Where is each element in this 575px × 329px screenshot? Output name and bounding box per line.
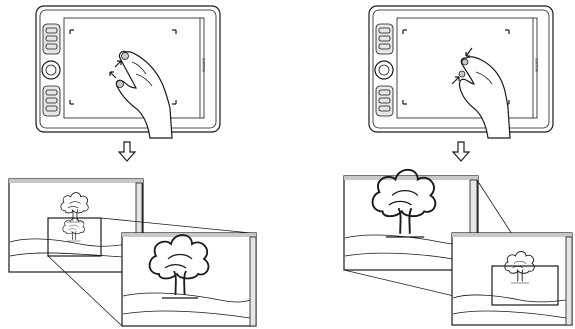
zoomed-window-left [121, 232, 257, 327]
down-arrow-left [117, 141, 137, 162]
overview-window-right [451, 232, 573, 326]
down-arrow-right [451, 141, 471, 162]
tablet-brand-label: wacom [201, 58, 206, 72]
hand-pinch-right [451, 47, 511, 139]
tablet-brand-label: wacom [534, 58, 539, 72]
tablet-right: wacom [368, 5, 554, 133]
panel-zoom-in: wacom [8, 5, 257, 327]
panel-zoom-out: wacom [343, 5, 573, 326]
hand-spread-left [109, 50, 173, 139]
overview-window-left [8, 178, 144, 273]
